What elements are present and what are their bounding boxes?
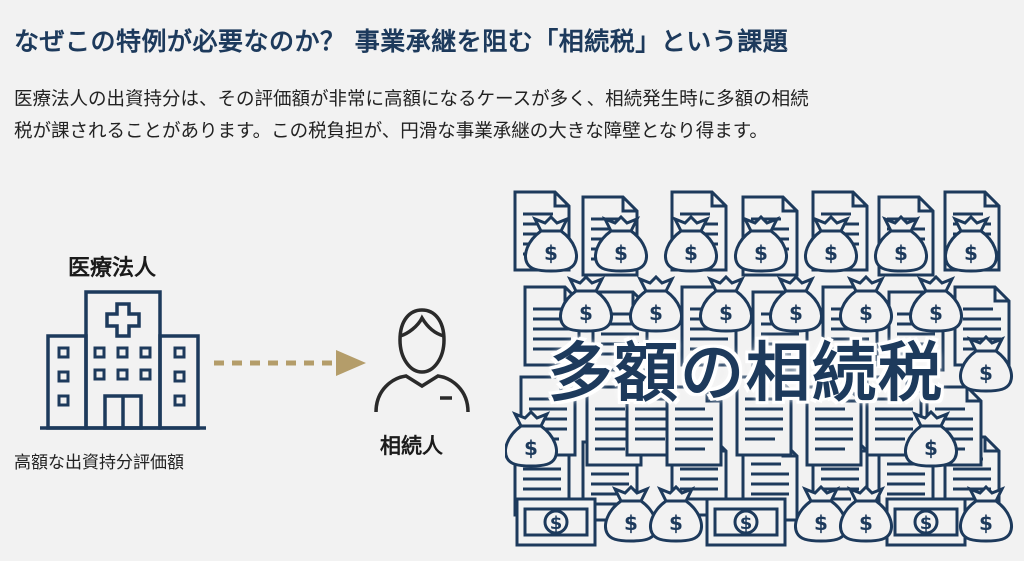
svg-text:$: $ [649, 301, 663, 325]
svg-text:$: $ [614, 241, 628, 265]
svg-text:$: $ [669, 511, 683, 535]
money-bag-icon: $ [839, 274, 893, 333]
svg-text:$: $ [814, 511, 828, 535]
tax-pile-illustration: $ $ $ $ $ $ $ $ $ $ $ $ $ $ $ $ $ $ $ $ $ $ $ $ [505, 190, 1013, 547]
money-bag-icon: $ [804, 214, 858, 273]
dashed-arrow-icon [214, 350, 366, 376]
svg-text:$: $ [550, 513, 563, 534]
page-title: なぜこの特例が必要なのか？ 事業承継を阻む「相続税」という課題 [14, 27, 789, 56]
document-icon [735, 375, 793, 457]
description-line: 医療法人の出資持分は、その評価額が非常に高額になるケースが多く、相続発生時に多額… [14, 89, 809, 110]
money-bag-icon: $ [909, 274, 963, 333]
svg-text:$: $ [979, 511, 993, 535]
svg-text:$: $ [924, 436, 938, 460]
svg-text:$: $ [859, 511, 873, 535]
money-bag-icon: $ [874, 214, 928, 273]
svg-text:$: $ [579, 301, 593, 325]
svg-text:$: $ [920, 513, 933, 534]
svg-text:$: $ [929, 301, 943, 325]
document-icon [805, 385, 863, 467]
svg-text:$: $ [624, 511, 638, 535]
svg-text:$: $ [894, 241, 908, 265]
money-bag-icon: $ [769, 274, 823, 333]
money-bag-icon: $ [629, 274, 683, 333]
money-bag-icon: $ [959, 484, 1013, 543]
money-bag-icon: $ [664, 214, 718, 273]
svg-text:$: $ [964, 241, 978, 265]
organization-caption: 高額な出資持分評価額 [14, 453, 184, 473]
svg-text:$: $ [740, 513, 753, 534]
svg-text:$: $ [524, 436, 538, 460]
money-bag-icon: $ [699, 274, 753, 333]
document-icon [665, 385, 723, 467]
tax-label: 多額の相続税 [548, 337, 944, 411]
svg-text:$: $ [544, 241, 558, 265]
svg-text:$: $ [789, 301, 803, 325]
money-bag-icon: $ [559, 274, 613, 333]
money-bag-icon: $ [594, 214, 648, 273]
money-bag-icon: $ [904, 409, 958, 468]
person-icon [374, 308, 470, 413]
hospital-icon [40, 290, 206, 430]
banknote-icon: $ [705, 497, 787, 547]
money-bag-icon: $ [944, 214, 998, 273]
money-bag-icon: $ [505, 409, 558, 468]
heir-label: 相続人 [380, 434, 443, 458]
money-bag-icon: $ [839, 484, 893, 543]
money-bag-icon: $ [649, 484, 703, 543]
money-bag-icon: $ [734, 214, 788, 273]
svg-text:$: $ [824, 241, 838, 265]
money-bag-icon: $ [524, 214, 578, 273]
svg-text:$: $ [754, 241, 768, 265]
banknote-icon: $ [515, 497, 597, 547]
money-bag-icon: $ [604, 484, 658, 543]
description-line: 税が課されることがあります。この税負担が、円滑な事業承継の大きな障壁となり得ます… [14, 121, 768, 142]
svg-text:$: $ [979, 361, 993, 385]
organization-label: 医療法人 [68, 256, 157, 281]
banknote-icon: $ [885, 497, 967, 547]
description: 医療法人の出資持分は、その評価額が非常に高額になるケースが多く、相続発生時に多額… [14, 84, 1014, 148]
svg-text:$: $ [859, 301, 873, 325]
svg-text:$: $ [719, 301, 733, 325]
money-bag-icon: $ [959, 334, 1013, 393]
svg-text:$: $ [684, 241, 698, 265]
